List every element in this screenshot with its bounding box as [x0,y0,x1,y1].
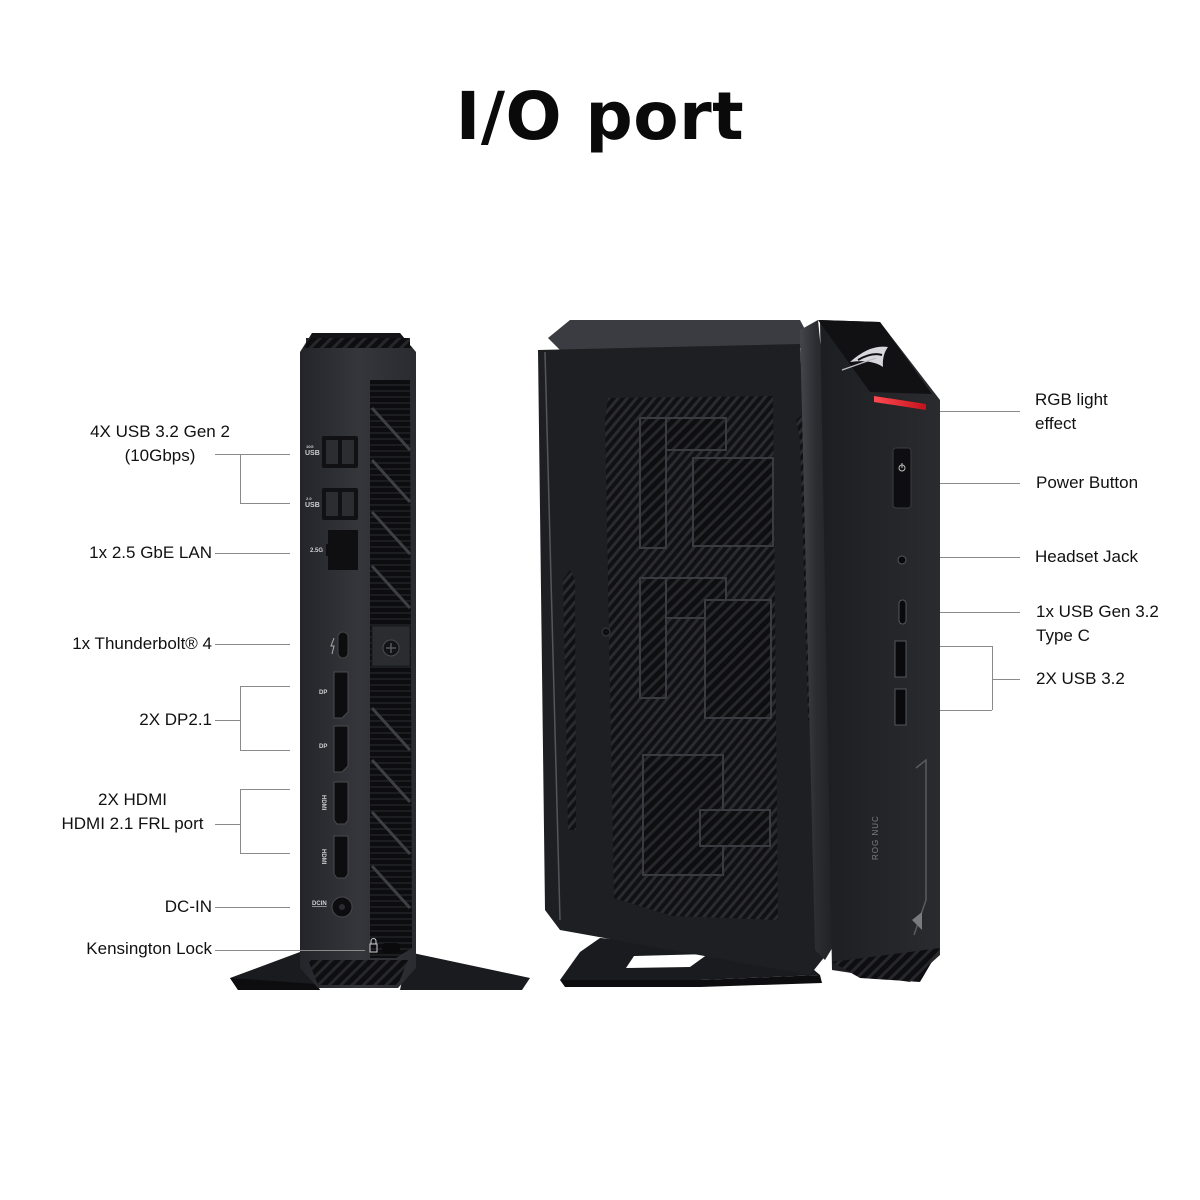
leader-rgb [940,411,1020,412]
leader-lan [215,553,290,554]
label-usb-a: 2X USB 3.2 [1036,669,1125,688]
leader-headset [940,557,1020,558]
svg-text:HDMI: HDMI [320,849,326,865]
leader-kensington [215,950,365,951]
svg-text:DP: DP [319,690,327,696]
leader-thunderbolt [215,644,290,645]
leader-dp-bottom [240,750,290,751]
leader-power [940,483,1020,484]
svg-text:2.0: 2.0 [306,496,312,501]
label-power: Power Button [1036,473,1139,492]
leader-dp-stub [215,720,240,721]
rog-grille [601,396,778,920]
label-hdmi-line2: HDMI 2.1 FRL port [61,814,204,833]
leader-usb-a-stub [992,679,1020,680]
leader-dc-in [215,907,290,908]
label-hdmi-line1: 2X HDMI [98,790,167,809]
leader-hdmi-stub [215,824,240,825]
label-usb-gen2-line2: (10Gbps) [124,446,196,465]
svg-text:10G: 10G [306,444,314,449]
label-usb-gen2-line1: 4X USB 3.2 Gen 2 [90,422,230,441]
label-usb-c: 1x USB Gen 3.2 Type C [1036,600,1159,648]
label-usb-c-line1: 1x USB Gen 3.2 [1036,602,1159,621]
svg-text:DP: DP [319,744,327,750]
leader-usb-a-top [940,646,992,647]
leader-usb-a-bracket [992,646,993,710]
svg-text:HDMI: HDMI [320,795,326,811]
label-rgb-line2: effect [1035,414,1077,433]
label-headset: Headset Jack [1035,547,1138,566]
label-kensington: Kensington Lock [86,939,212,958]
label-usb-gen2: 4X USB 3.2 Gen 2 (10Gbps) [60,420,260,468]
svg-text:USB: USB [305,502,320,509]
rear-stand [230,952,530,990]
leader-usb-c [940,612,1020,613]
rear-ports [322,436,400,953]
label-dc-in: DC-IN [164,897,212,916]
leader-usb-bracket [240,454,241,504]
rear-port-markings: 10G USB 2.0 USB 2.5G DP DP HDMI HDMI DCI… [305,444,327,907]
label-hdmi: 2X HDMI HDMI 2.1 FRL port [50,788,215,836]
page-title: I/O port [455,78,745,155]
label-rgb-line1: RGB light [1035,390,1108,409]
leader-usb-a-bottom [940,710,992,711]
svg-text:ROG NUC: ROG NUC [871,815,880,860]
label-usb-c-line2: Type C [1036,626,1090,645]
svg-text:DCIN: DCIN [312,901,327,907]
label-dp: 2X DP2.1 [139,710,212,729]
label-lan: 1x 2.5 GbE LAN [89,543,212,562]
leader-usb-top [215,454,290,455]
label-rgb: RGB light effect [1035,388,1108,436]
leader-hdmi-bottom [240,853,290,854]
leader-hdmi-top [240,789,290,790]
svg-text:USB: USB [305,450,320,457]
rear-chassis [300,333,416,988]
leader-usb-bottom [240,503,290,504]
leader-dp-bracket [240,686,241,750]
leader-dp-top [240,686,290,687]
label-thunderbolt: 1x Thunderbolt® 4 [72,634,212,653]
leader-hdmi-bracket [240,789,241,853]
svg-text:2.5G: 2.5G [310,548,323,554]
